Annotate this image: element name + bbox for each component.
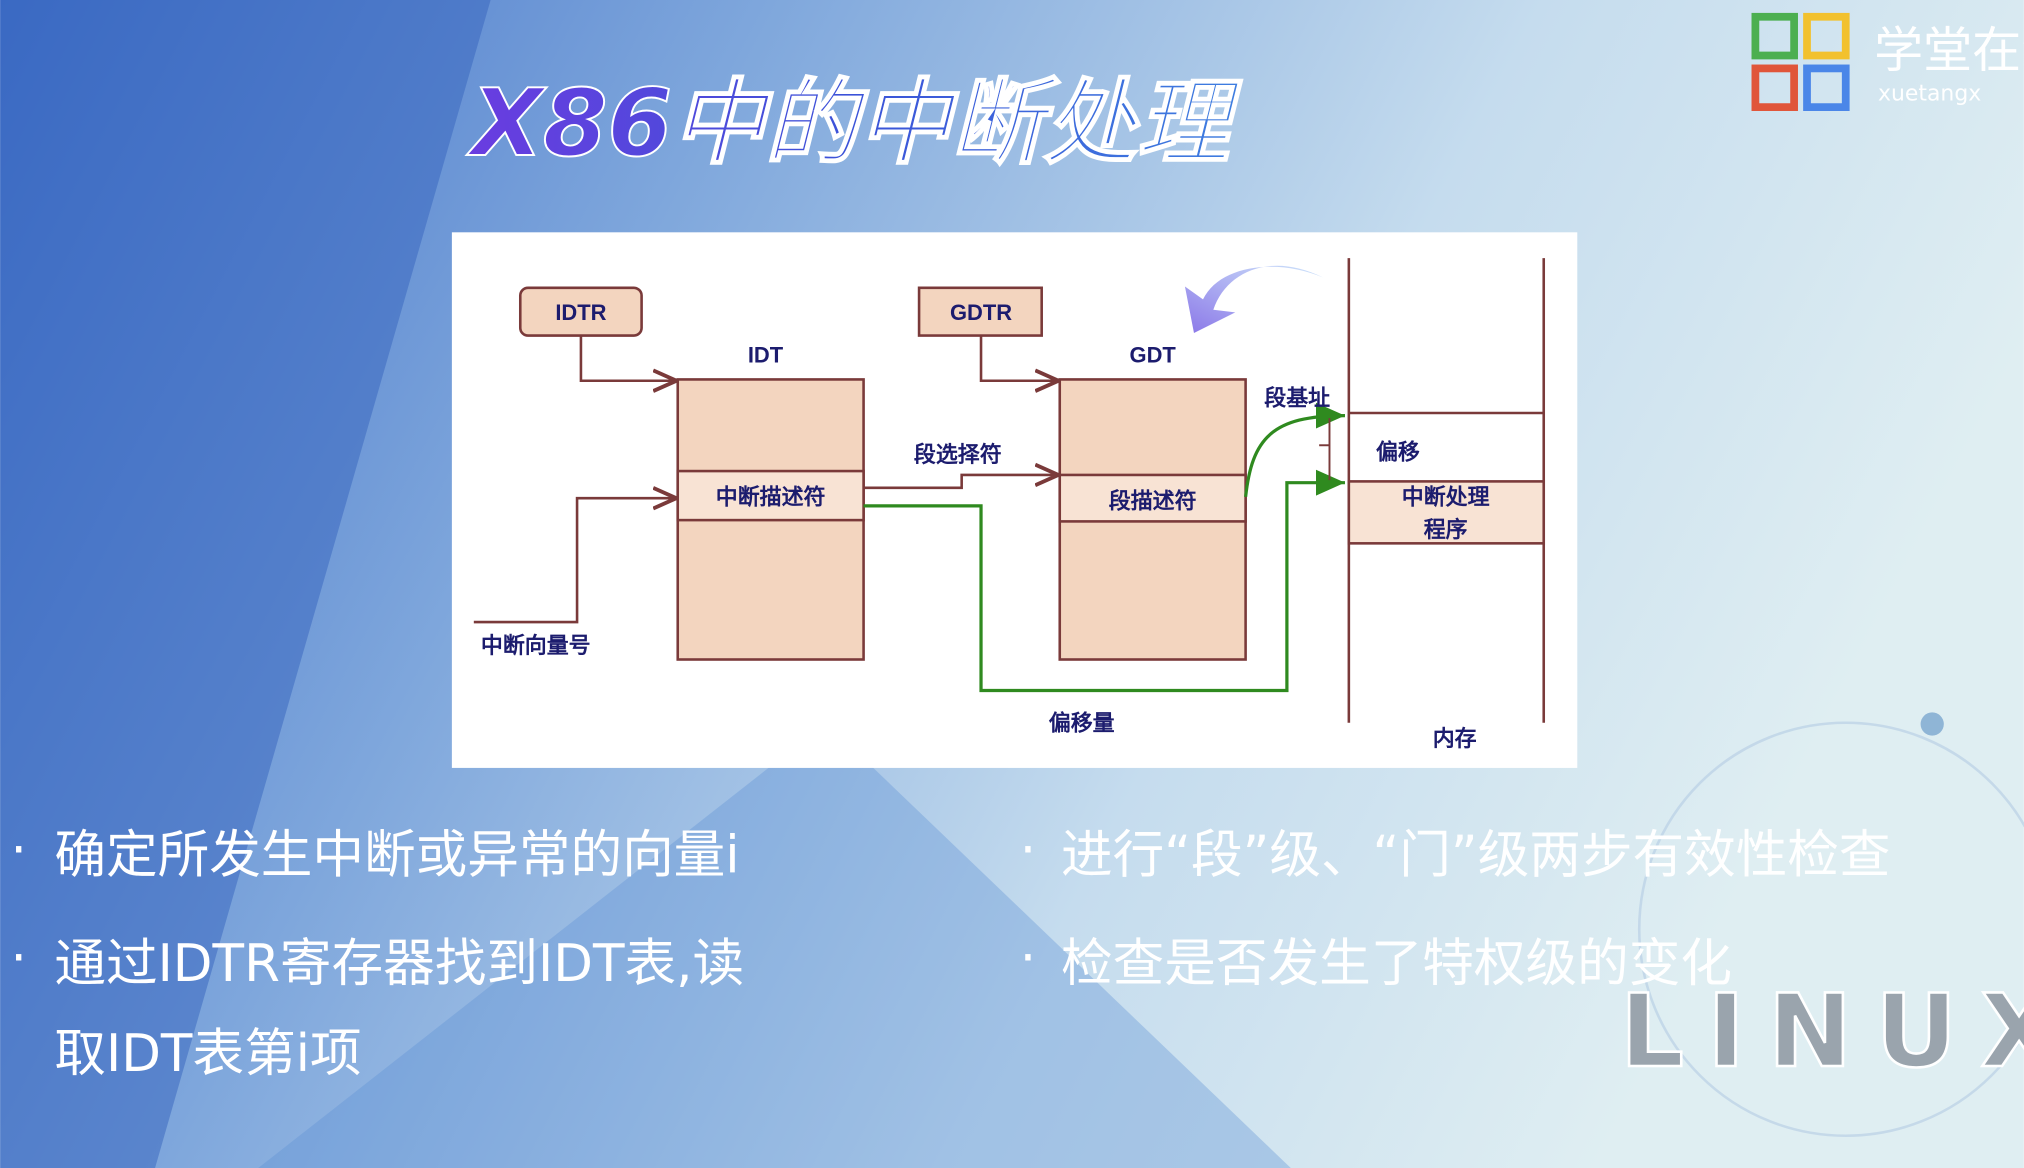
bullet-item: 进行“段”级、“门”级两步有效性检查 <box>1061 825 1890 885</box>
memory-label: 内存 <box>1433 726 1477 752</box>
bullet-list-right: · 进行“段”级、“门”级两步有效性检查 · 检查是否发生了特权级的变化 <box>1020 820 1891 994</box>
handler-label-2: 程序 <box>1424 517 1468 543</box>
bullet-item: 检查是否发生了特权级的变化 <box>1061 934 1732 994</box>
gdt-label: GDT <box>1130 343 1177 368</box>
segment-descriptor-label: 段描述符 <box>1109 488 1197 514</box>
curved-arrow-icon <box>1184 265 1324 333</box>
linux-watermark: LINUX <box>1620 973 2024 1090</box>
interrupt-descriptor-label: 中断描述符 <box>716 485 826 511</box>
svg-text:·: · <box>1020 929 1036 989</box>
svg-text:·: · <box>10 929 26 989</box>
idt-descriptor-row <box>676 469 865 522</box>
gdtr-label: GDTR <box>950 300 1012 325</box>
idt-label: IDT <box>748 343 784 368</box>
handler-label-1: 中断处理 <box>1402 485 1490 511</box>
xuetangx-logo: 学堂在线 xuetangx <box>1751 12 2024 111</box>
vector-number-label: 中断向量号 <box>481 633 591 659</box>
svg-text:·: · <box>10 820 26 880</box>
logo-text: 学堂在线 <box>1874 21 2024 79</box>
offset-amount-label: 偏移量 <box>1049 710 1115 736</box>
segment-base-label: 段基址 <box>1264 385 1330 411</box>
offset-label: 偏移 <box>1376 439 1420 465</box>
interrupt-diagram: IDTR IDT 中断描述符 中断向量号 GDTR GDT 段描述符 段选择符 … <box>451 232 1578 768</box>
bullet-list-left: · 确定所发生中断或异常的向量i · 通过IDTR寄存器找到IDT表,读 取ID… <box>10 820 744 1084</box>
logo-subtext: xuetangx <box>1878 82 1981 107</box>
gdt-descriptor-row <box>1058 473 1247 523</box>
bullet-item-continued: 取IDT表第i项 <box>54 1024 361 1084</box>
bullet-item: 通过IDTR寄存器找到IDT表,读 <box>54 934 744 994</box>
segment-selector-label: 段选择符 <box>914 442 1002 468</box>
idtr-label: IDTR <box>555 300 606 325</box>
svg-text:·: · <box>1020 820 1036 880</box>
page-title: X86中的中断处理 <box>466 69 1242 177</box>
handler-block <box>1347 480 1546 545</box>
bullet-item: 确定所发生中断或异常的向量i <box>54 825 739 885</box>
